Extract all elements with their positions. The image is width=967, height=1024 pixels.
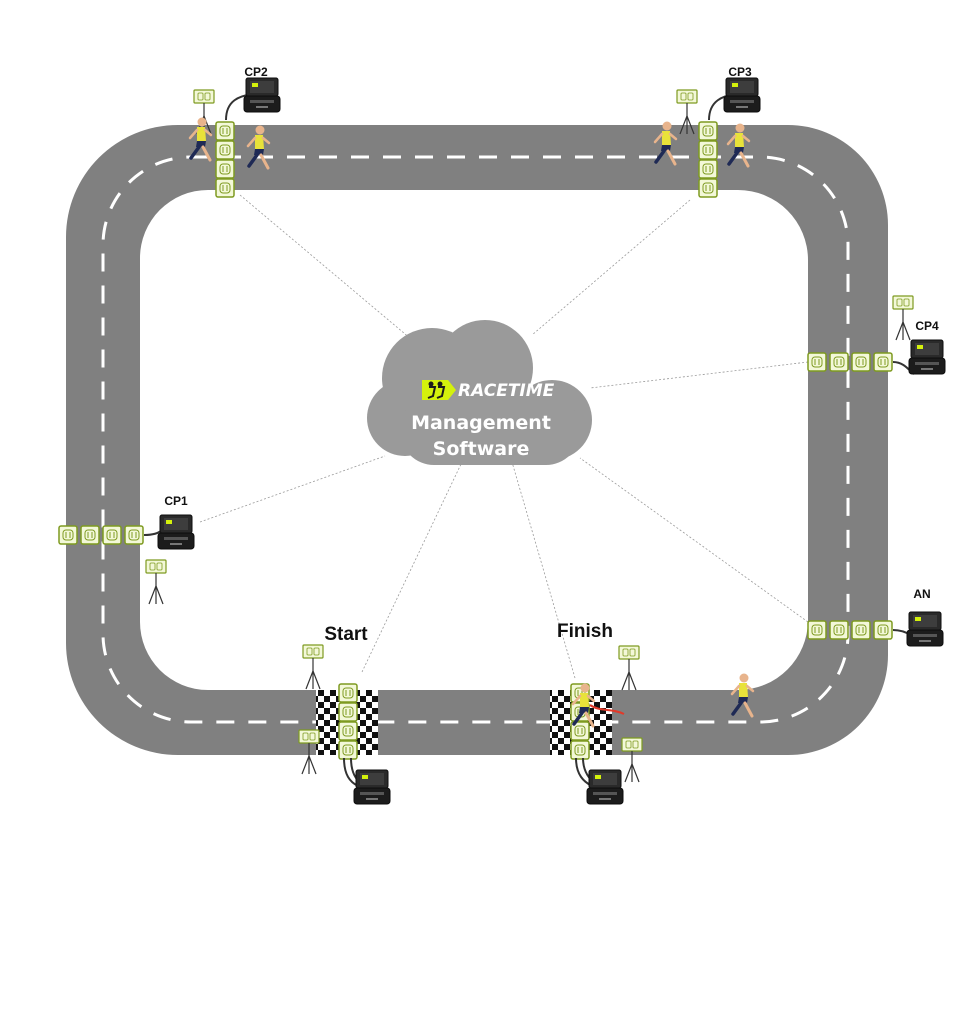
decoder-cp3 [723, 77, 761, 113]
decoder-an [906, 611, 944, 647]
lane-marking [101, 155, 850, 724]
cp2-label: CP2 [244, 65, 268, 79]
link-an [579, 457, 809, 623]
checkpoint-an: AN [807, 587, 944, 647]
decoder-cp2 [243, 77, 281, 113]
finish-label: Finish [557, 621, 613, 642]
checkpoint-cp1: CP1 [58, 494, 195, 605]
start-timing-point: Start [298, 624, 391, 805]
cp4-label: CP4 [915, 319, 939, 333]
link-cp3 [531, 199, 691, 336]
antenna-cp1 [145, 559, 167, 605]
connection-lines [199, 194, 809, 679]
checkpoint-cp4: CP4 [807, 295, 946, 375]
an-label: AN [913, 587, 930, 601]
link-cp4 [589, 361, 809, 389]
cp3-label: CP3 [728, 65, 752, 79]
race-track [66, 125, 888, 755]
cp1-label: CP1 [164, 494, 188, 508]
link-cp1 [199, 455, 386, 523]
link-start [361, 461, 463, 673]
checkpoint-cp2: CP2 [193, 65, 281, 198]
management-cloud: RACETIME Management Software [367, 320, 592, 465]
decoder-cp1 [157, 514, 195, 550]
finish-ribbon [589, 704, 625, 715]
link-cp2 [239, 194, 431, 356]
cloud-title-line2: Software [433, 438, 530, 460]
link-finish [511, 461, 576, 679]
brand-name: RACETIME [458, 381, 555, 401]
start-label: Start [324, 624, 368, 645]
antenna-start-top [302, 644, 324, 690]
decoder-start [353, 769, 391, 805]
decoder-cp4 [908, 339, 946, 375]
finish-timing-point: Finish [557, 621, 643, 805]
antenna-cp4 [892, 295, 914, 341]
antenna-finish-top [618, 645, 640, 691]
checkpoint-cp3: CP3 [676, 65, 761, 198]
decoder-finish [586, 769, 624, 805]
racetime-logo-icon [422, 380, 456, 400]
antenna-finish-bottom [621, 737, 643, 783]
cloud-title-line1: Management [411, 412, 551, 434]
